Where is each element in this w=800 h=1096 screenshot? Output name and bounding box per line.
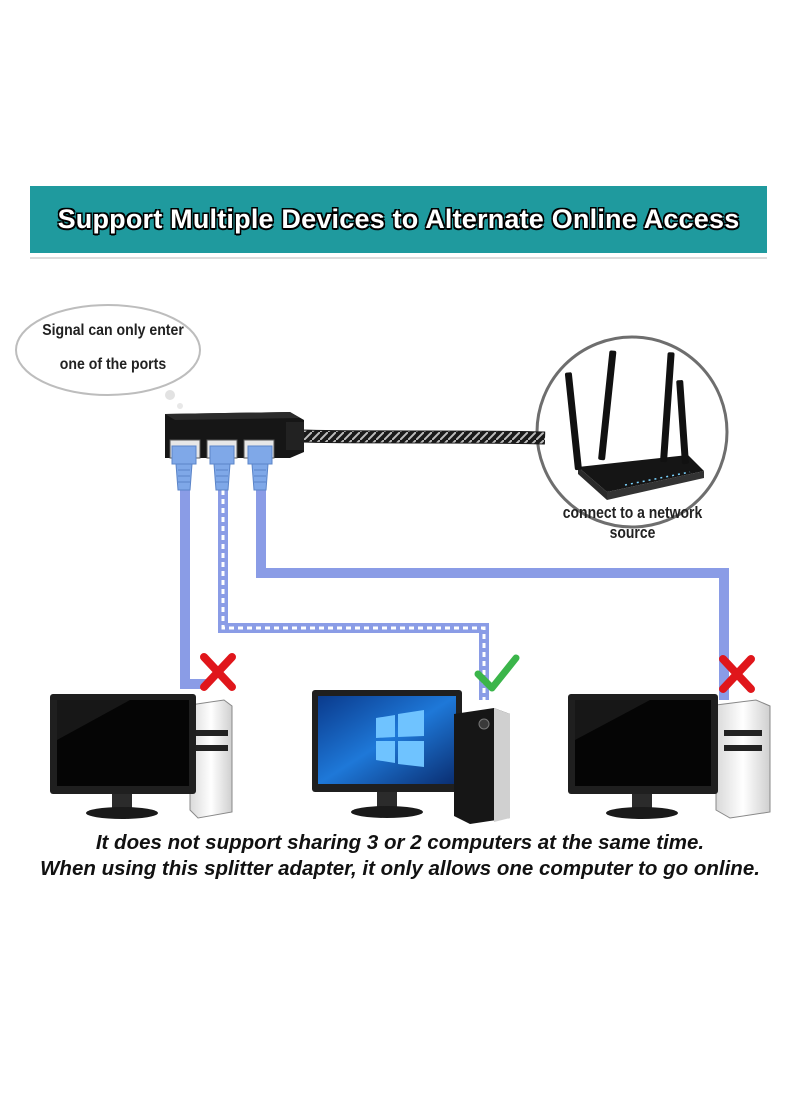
title-banner: Support Multiple Devices to Alternate On… bbox=[30, 186, 767, 253]
callout-line-2: one of the ports bbox=[59, 356, 167, 373]
computer-right bbox=[568, 694, 771, 819]
router-label: connect to a network source bbox=[562, 503, 703, 542]
windows-logo-icon bbox=[376, 710, 424, 767]
callout-bubble bbox=[15, 304, 201, 409]
caption-line-1: It does not support sharing 3 or 2 compu… bbox=[95, 831, 705, 854]
red-x-icon bbox=[719, 655, 755, 693]
ethernet-cables bbox=[180, 490, 729, 700]
cable-left bbox=[180, 490, 207, 689]
computer-left bbox=[50, 694, 233, 819]
router-callout bbox=[535, 335, 729, 529]
banner-title: Support Multiple Devices to Alternate On… bbox=[57, 204, 740, 234]
callout-line-1: Signal can only enter bbox=[42, 322, 184, 339]
green-check-icon bbox=[474, 654, 520, 692]
cable-right bbox=[256, 490, 729, 700]
caption-line-2: When using this splitter adapter, it onl… bbox=[40, 857, 760, 880]
banner-divider bbox=[30, 257, 767, 259]
router-icon bbox=[564, 350, 704, 500]
red-x-icon bbox=[200, 653, 236, 691]
rj45-connectors bbox=[171, 445, 273, 491]
computer-middle bbox=[312, 690, 510, 824]
